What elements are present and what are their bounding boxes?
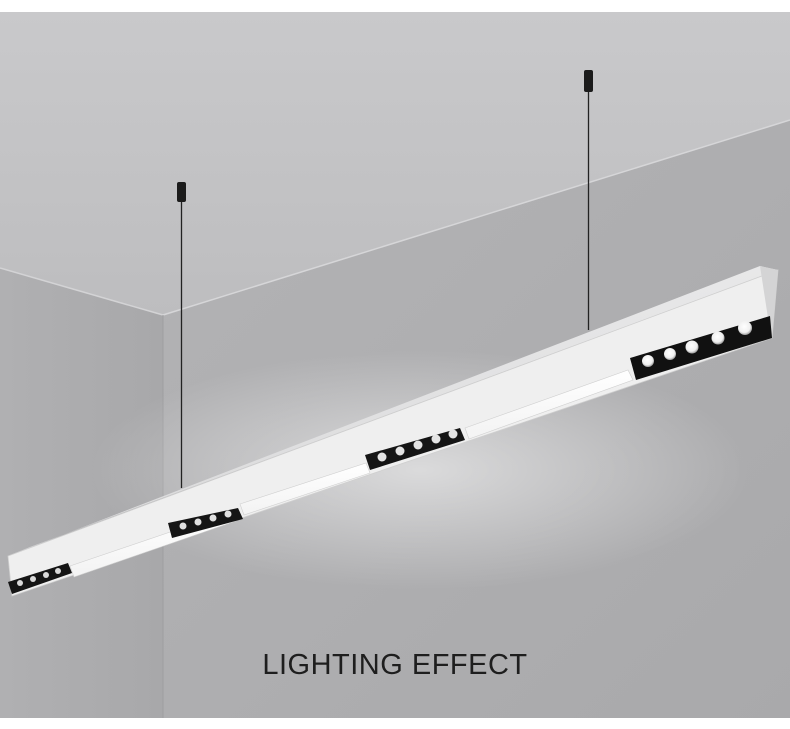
wall-glow (90, 350, 750, 590)
spot-module (168, 508, 243, 538)
spot-module (630, 316, 772, 380)
left-wall (0, 268, 163, 718)
suspension (177, 70, 593, 488)
caption-title: LIGHTING EFFECT (262, 649, 528, 681)
diffuser-strip (239, 462, 371, 516)
spot-module (8, 563, 72, 594)
fixture-top (8, 266, 778, 556)
fixture-end-cap (760, 266, 778, 338)
ceiling-edge-back (162, 119, 790, 316)
ceiling-mount-left (177, 182, 186, 202)
diffuser-strip (464, 369, 634, 440)
ceiling-mount-right (584, 70, 593, 92)
spot-module (365, 428, 465, 470)
ceiling-edge-left (0, 267, 164, 316)
linear-pendant-light (7, 266, 779, 597)
